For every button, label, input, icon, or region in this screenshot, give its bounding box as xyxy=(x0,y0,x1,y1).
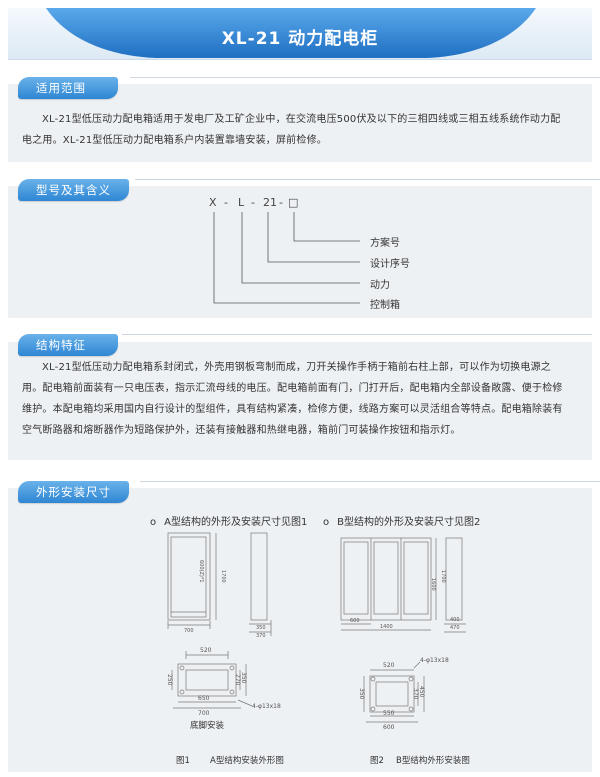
model-label-control-box: 控制箱 xyxy=(370,300,400,311)
structure-tab: 结构特征 xyxy=(18,334,118,356)
dims-section xyxy=(8,488,592,772)
fig-a-caption-num: 图1 xyxy=(176,756,190,766)
model-section xyxy=(8,186,592,318)
fig-a-hole-label: 4-φ13x18 xyxy=(252,703,281,710)
title-wave-decoration xyxy=(46,8,536,58)
fig-b-base-frame xyxy=(369,675,415,713)
model-code-dash-2: - xyxy=(251,196,255,209)
fig-a-base-left-label: 250 xyxy=(166,674,173,686)
model-label-design-no: 设计序号 xyxy=(370,259,410,270)
ref-b-text: B型结构的外形及安装尺寸见图2 xyxy=(337,517,481,528)
fig-a-front-door xyxy=(170,536,207,618)
model-tab: 型号及其含义 xyxy=(18,179,129,201)
model-label-scheme: 方案号 xyxy=(370,238,400,249)
fig-b-base-w2-label: 600 xyxy=(383,724,395,731)
fig-b-side-2-label: 470 xyxy=(450,625,460,631)
fig-a-side-1-label: 350 xyxy=(256,625,266,631)
fig-b-base-r2-label: 450 xyxy=(418,686,425,698)
model-code-21: 21 xyxy=(263,196,277,209)
fig-b-side-1-label: 400 xyxy=(450,617,460,623)
ref-a-text: A型结构的外形及安装尺寸见图1 xyxy=(164,517,308,528)
fig-b-height-label: 1700 xyxy=(440,570,446,583)
fig-a-side-2-label: 370 xyxy=(256,633,266,639)
fig-a-door-label: 600(Z)*1 xyxy=(198,560,204,583)
fig-b-base-r1-label: 370 xyxy=(412,688,419,700)
page-title: XL-21 动力配电柜 xyxy=(221,29,379,49)
fig-a-height-label: 1700 xyxy=(220,570,226,583)
fig-b-front-cabinet xyxy=(340,537,432,621)
fig-b-hole-label: 4-φ13x18 xyxy=(420,657,449,664)
dims-tab: 外形安装尺寸 xyxy=(18,481,129,503)
fig-a-width-label: 700 xyxy=(184,628,194,634)
fig-b-base-top-label: 520 xyxy=(383,662,395,669)
model-code-box: □ xyxy=(288,196,299,209)
fig-b-caption: B型结构外形安装图 xyxy=(396,756,470,766)
model-code-x: X xyxy=(209,196,217,209)
scope-tab-line xyxy=(130,77,600,78)
fig-b-base-left-label: 350 xyxy=(358,688,365,700)
fig-b-w-total-label: 1400 xyxy=(380,624,393,630)
model-code-dash-1: - xyxy=(224,196,228,209)
fig-b-inner-height-label: 1600 xyxy=(430,578,436,591)
fig-a-front-cabinet xyxy=(167,532,211,621)
structure-section xyxy=(8,342,592,460)
ref-a: o A型结构的外形及安装尺寸见图1 xyxy=(150,513,307,528)
dims-tab-line xyxy=(140,481,600,482)
fig-b-caption-num: 图2 xyxy=(370,756,384,766)
fig-b-w-inner-label: 600 xyxy=(350,618,360,624)
fig-a-base-r1-label: 270 xyxy=(234,674,241,686)
scope-text: XL-21型低压动力配电箱适用于发电厂及工矿企业中，在交流电压500伏及以下的三… xyxy=(22,114,561,146)
fig-a-base-w2-label: 700 xyxy=(198,710,210,717)
fig-b-base-w1-label: 550 xyxy=(383,710,395,717)
fig-a-base-caption: 底脚安装 xyxy=(190,721,225,731)
fig-a-side-cabinet xyxy=(250,532,268,621)
fig-a-base-top-label: 520 xyxy=(200,647,212,654)
fig-a-caption: A型结构安装外形图 xyxy=(210,756,284,766)
title-bar: XL-21 动力配电柜 xyxy=(8,8,592,60)
model-tab-line xyxy=(135,179,600,180)
fig-b-side-cabinet xyxy=(445,537,463,621)
ref-a-bullet: o xyxy=(150,517,157,528)
fig-a-base-w1-label: 650 xyxy=(198,695,210,702)
ref-b: o B型结构的外形及安装尺寸见图2 xyxy=(323,513,480,528)
scope-tab: 适用范围 xyxy=(18,77,118,99)
model-tree-lines xyxy=(213,212,360,304)
model-code-l: L xyxy=(238,196,245,209)
structure-text: XL-21型低压动力配电箱系封闭式，外壳用钢板弯制而成，刀开关操作手柄于箱前右柱… xyxy=(22,362,563,436)
fig-a-base-r2-label: 350 xyxy=(240,672,247,684)
model-label-power: 动力 xyxy=(370,280,390,291)
model-code-dash-3: - xyxy=(279,196,283,209)
fig-a-base-frame xyxy=(177,663,237,697)
structure-tab-line xyxy=(122,334,592,335)
ref-b-bullet: o xyxy=(323,517,330,528)
